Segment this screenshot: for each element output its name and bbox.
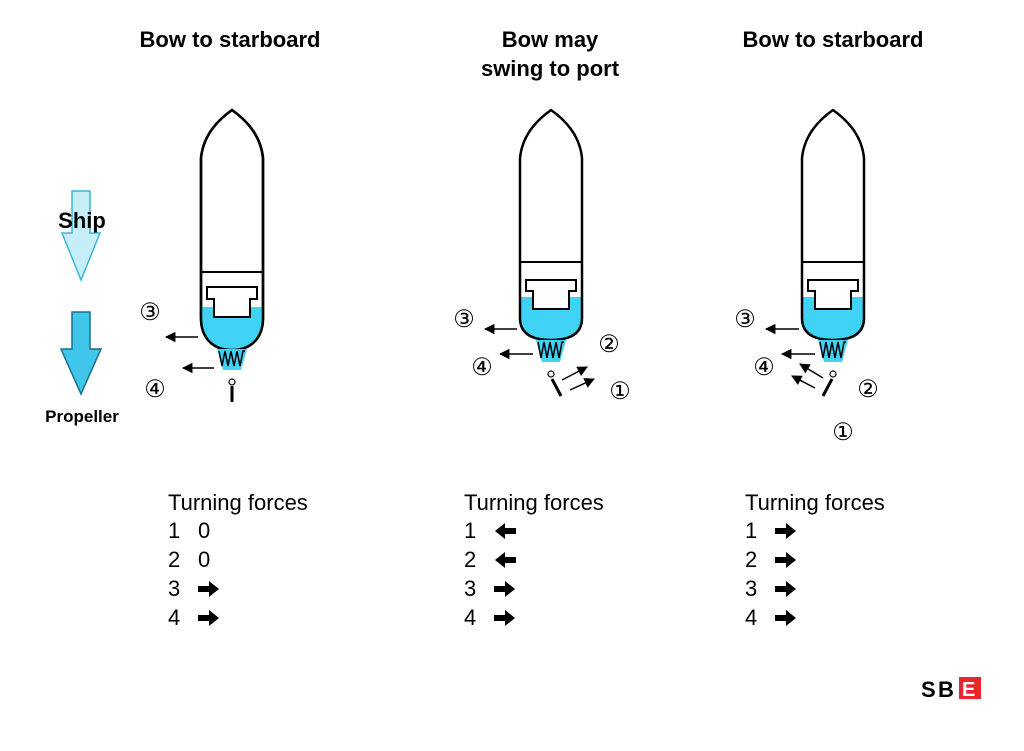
propeller-direction-arrow <box>59 311 103 396</box>
force-row: 4 <box>168 603 308 632</box>
force-row: 3 <box>464 574 604 603</box>
force-row: 3 <box>745 574 885 603</box>
svg-text:E: E <box>962 679 975 701</box>
right-arrow-icon <box>494 609 515 626</box>
panel-2-title: Bow may swing to port <box>480 27 620 81</box>
marker-4-panel-3: ④ <box>753 354 775 381</box>
svg-text:B: B <box>938 677 955 702</box>
rudder-2 <box>550 378 563 397</box>
force-number: 3 <box>745 575 758 601</box>
ship-hull-2 <box>518 108 584 342</box>
force-number: 1 <box>464 517 477 543</box>
propeller-1 <box>217 349 247 386</box>
force-value: 0 <box>198 546 211 572</box>
force-arrow-2-panel-3 <box>799 363 824 379</box>
force-number: 2 <box>464 546 477 572</box>
right-arrow-icon <box>494 580 515 597</box>
turning-forces-3: Turning forces 1 2 3 4 <box>745 490 885 632</box>
turning-forces-title: Turning forces <box>464 490 604 515</box>
marker-3-panel-1: ③ <box>139 299 161 326</box>
force-arrow-2-panel-2 <box>561 366 588 381</box>
force-number: 2 <box>168 546 181 572</box>
left-arrow-icon <box>495 522 516 539</box>
panel-1-title: Bow to starboard <box>139 27 321 52</box>
marker-2-panel-3: ② <box>857 376 879 403</box>
ship-hull-1 <box>199 108 265 352</box>
ship-hull-3 <box>800 108 866 342</box>
right-arrow-icon <box>198 580 219 597</box>
force-number: 1 <box>745 517 758 543</box>
force-row: 2 <box>745 545 885 574</box>
ship-direction-arrow <box>60 190 102 283</box>
force-arrow-1-panel-3 <box>791 375 816 389</box>
right-arrow-icon <box>775 522 796 539</box>
force-value: 0 <box>198 517 211 543</box>
propeller-label: Propeller <box>45 407 119 426</box>
force-arrow-1-panel-2 <box>569 378 595 391</box>
marker-3-panel-3: ③ <box>734 306 756 333</box>
force-row: 3 <box>168 574 308 603</box>
turning-forces-2: Turning forces 1 2 3 4 <box>464 490 604 632</box>
left-arrow-icon <box>495 551 516 568</box>
force-row: 4 <box>745 603 885 632</box>
marker-2-panel-2: ② <box>598 331 620 358</box>
right-arrow-icon <box>775 609 796 626</box>
right-arrow-icon <box>775 551 796 568</box>
sbe-logo: S B E <box>921 677 981 702</box>
marker-4-panel-1: ④ <box>144 376 166 403</box>
rudder-3 <box>821 378 834 397</box>
marker-3-panel-2: ③ <box>453 306 475 333</box>
right-arrow-icon <box>198 609 219 626</box>
right-arrow-icon <box>775 580 796 597</box>
force-row: 4 <box>464 603 604 632</box>
force-row: 1 <box>745 516 885 545</box>
propeller-3 <box>818 340 848 378</box>
panel-3-title: Bow to starboard <box>742 27 924 52</box>
marker-1-panel-2: ① <box>609 378 631 405</box>
force-row: 1 <box>464 516 604 545</box>
force-number: 4 <box>168 604 181 630</box>
force-number: 4 <box>464 604 477 630</box>
svg-text:S: S <box>921 677 937 702</box>
force-number: 3 <box>464 575 477 601</box>
force-number: 4 <box>745 604 758 630</box>
force-number: 2 <box>745 546 758 572</box>
turning-forces-title: Turning forces <box>168 490 308 515</box>
force-number: 1 <box>168 517 181 543</box>
force-row: 2 <box>464 545 604 574</box>
turning-forces-title: Turning forces <box>745 490 885 515</box>
propeller-2 <box>536 340 566 378</box>
force-number: 3 <box>168 575 181 601</box>
marker-4-panel-2: ④ <box>471 354 493 381</box>
marker-1-panel-3: ① <box>832 419 854 446</box>
ship-label: Ship <box>58 208 106 233</box>
